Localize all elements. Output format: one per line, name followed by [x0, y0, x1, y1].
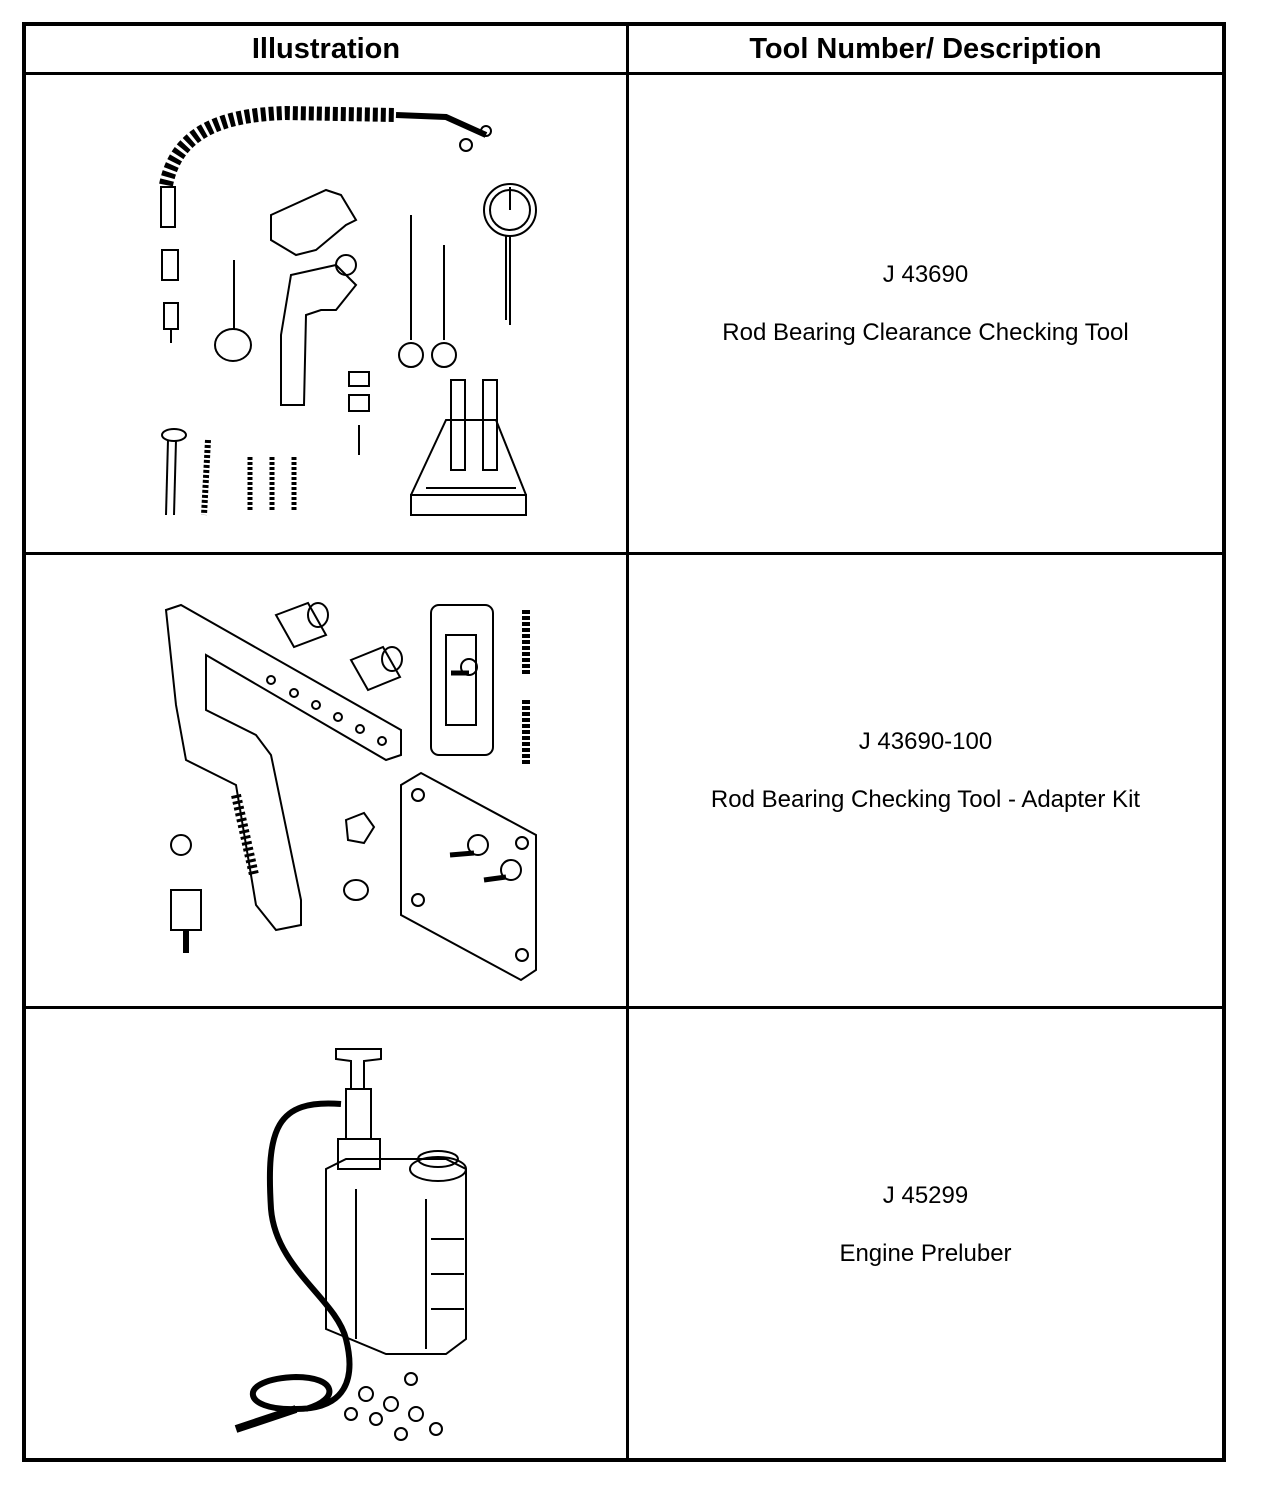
adapter-kit-icon — [26, 555, 626, 1006]
row-divider — [26, 1006, 1222, 1009]
header-illustration: Illustration — [251, 33, 401, 65]
table-row: J 43690-100 Rod Bearing Checking Tool - … — [629, 728, 1222, 814]
tool-number: J 43690-100 — [858, 728, 993, 755]
tool-number: J 45299 — [882, 1182, 969, 1209]
tool-description: Rod Bearing Checking Tool - Adapter Kit — [710, 786, 1141, 813]
table-row-illustration — [26, 1009, 626, 1458]
column-divider — [626, 26, 629, 1458]
table-row-illustration — [26, 75, 626, 552]
tool-description: Rod Bearing Clearance Checking Tool — [722, 319, 1129, 346]
engine-preluber-icon — [26, 1009, 626, 1458]
table-row-illustration — [26, 555, 626, 1006]
rod-bearing-clearance-tool-kit-icon — [26, 75, 626, 552]
header-tool-description: Tool Number/ Description — [749, 33, 1102, 65]
tool-number: J 43690 — [882, 261, 969, 288]
tool-table: Illustration Tool Number/ Description — [22, 22, 1226, 1462]
table-row: J 43690 Rod Bearing Clearance Checking T… — [629, 261, 1222, 347]
row-divider — [26, 72, 1222, 75]
table-row: J 45299 Engine Preluber — [629, 1182, 1222, 1268]
row-divider — [26, 552, 1222, 555]
tool-description: Engine Preluber — [839, 1240, 1012, 1267]
